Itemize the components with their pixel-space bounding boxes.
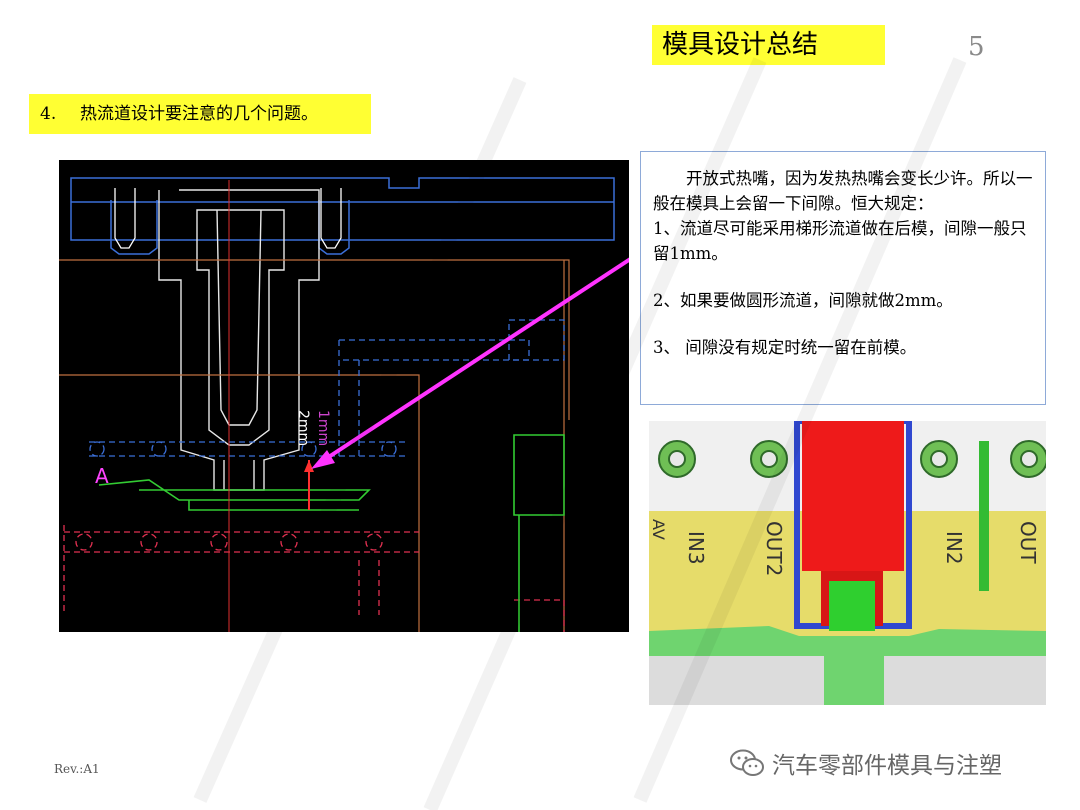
callout-arrow (311, 250, 643, 469)
label-edge: AV (649, 519, 668, 540)
runner-part (98, 434, 565, 632)
page-number: 5 (968, 32, 985, 62)
brand-footer-text: 汽车零部件模具与注塑 (772, 753, 1002, 779)
label-out2: OUT2 (762, 521, 786, 576)
revision-label: Rev.:A1 (54, 762, 100, 776)
gap-dimension-label: 1mm (315, 410, 331, 446)
wechat-icon (730, 749, 764, 776)
slide-title: 模具设计总结 (652, 25, 885, 65)
cooling-lines (89, 319, 565, 460)
section-marker-a: A (95, 464, 109, 488)
section-heading-number: 4. (40, 104, 57, 124)
note-rule-3: 3、 间隙没有规定时统一留在前模。 (653, 338, 917, 357)
mold-photo-svg: IN3 OUT2 IN2 OUT AV (649, 418, 1048, 705)
note-rule-1: 1、流道尽可能采用梯形流道做在后模，间隙一般只留1mm。 (653, 219, 1027, 263)
ejector-lines (63, 525, 565, 632)
section-heading-text: 热流道设计要注意的几个问题。 (80, 104, 318, 124)
gap-marker: 1mm 2mm (295, 410, 331, 510)
gap-dimension-label-2: 2mm (295, 410, 311, 446)
note-box: 开放式热嘴，因为发热热嘴会变长少许。所以一般在模具上会留一下间隙。恒大规定： 1… (640, 151, 1046, 405)
label-out: OUT (1016, 521, 1040, 564)
label-in3: IN3 (684, 531, 708, 565)
hot-runner-plate (70, 177, 615, 255)
cad-drawing-svg: 1mm 2mm A (59, 177, 643, 632)
note-rule-2: 2、如果要做圆形流道，间隙就做2mm。 (653, 291, 953, 310)
cad-drawing: 1mm 2mm A (59, 160, 643, 632)
hot-nozzle (158, 189, 320, 491)
brand-footer: 汽车零部件模具与注塑 (730, 746, 1002, 780)
mold-photo: IN3 OUT2 IN2 OUT AV (649, 418, 1048, 705)
slide-title-text: 模具设计总结 (662, 30, 819, 60)
bolt-shapes (114, 188, 342, 249)
bolt-heads (658, 440, 1048, 478)
section-heading: 4. 热流道设计要注意的几个问题。 (29, 94, 371, 134)
mold-plate-outline (59, 259, 570, 632)
note-intro: 开放式热嘴，因为发热热嘴会变长少许。所以一般在模具上会留一下间隙。恒大规定： (653, 169, 1033, 213)
label-in2: IN2 (942, 531, 966, 565)
